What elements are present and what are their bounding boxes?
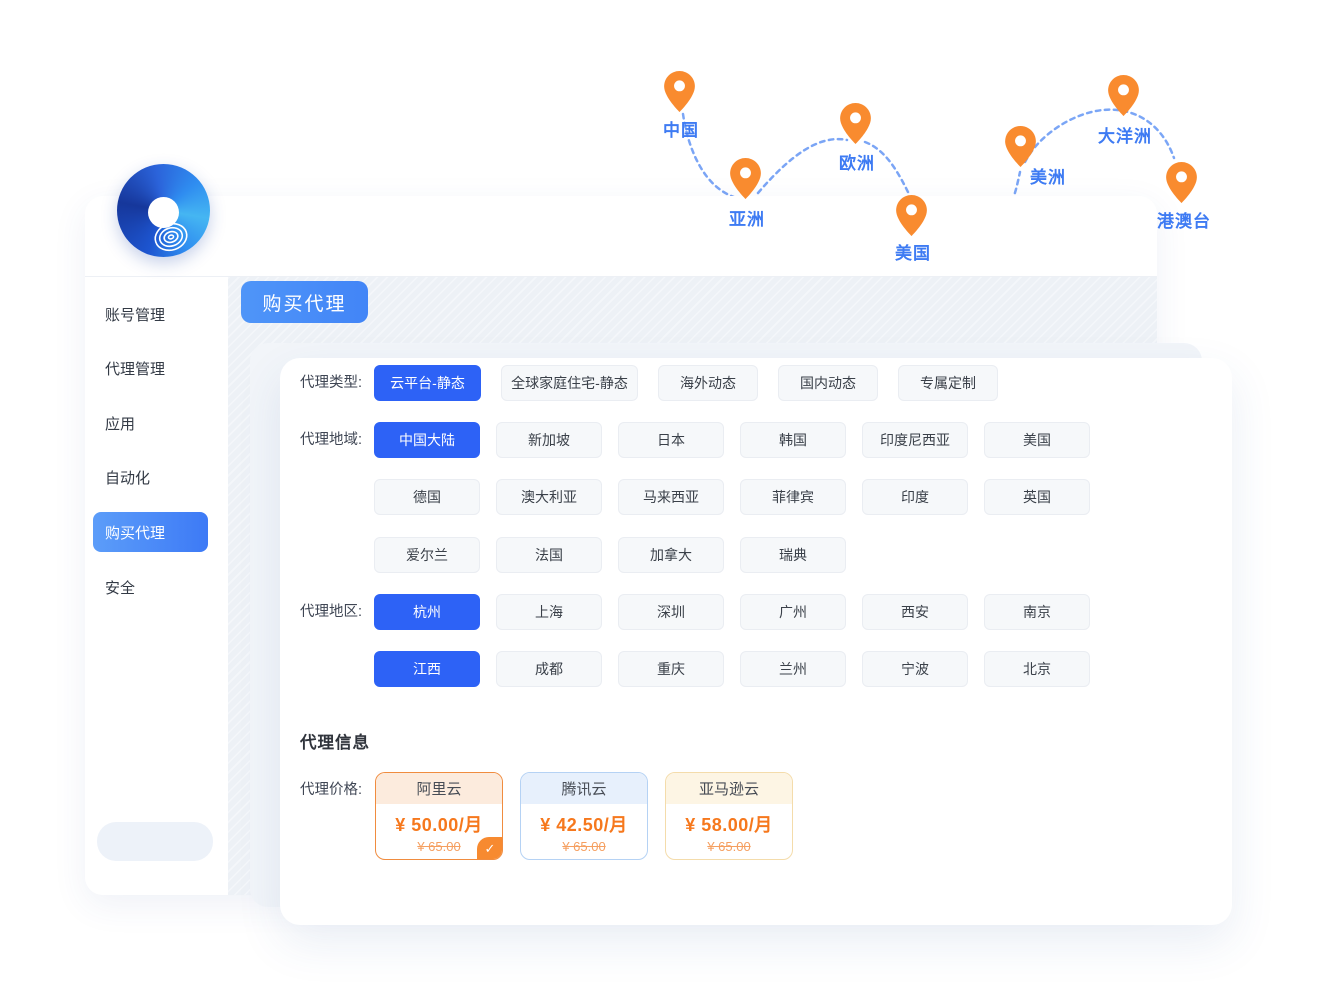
sidebar-item-proxy-mgmt[interactable]: 代理管理 [105, 361, 166, 378]
chip-shanghai[interactable]: 上海 [496, 594, 602, 630]
chip-nanjing[interactable]: 南京 [984, 594, 1090, 630]
map-pin-americas-icon [1005, 126, 1036, 167]
selected-check-icon: ✓ [477, 837, 502, 859]
sidebar-bottom-placeholder [97, 822, 213, 861]
chip-jiangxi[interactable]: 江西 [374, 651, 480, 687]
chip-singapore[interactable]: 新加坡 [496, 422, 602, 458]
map-pin-hmt-icon [1166, 162, 1197, 203]
proxy-region-label: 代理地域: [300, 432, 363, 448]
proxy-region-row-3: 爱尔兰 法国 加拿大 瑞典 [374, 537, 846, 573]
sidebar-item-security[interactable]: 安全 [105, 580, 136, 597]
map-pin-asia-icon [730, 158, 761, 199]
chip-hangzhou[interactable]: 杭州 [374, 594, 480, 630]
chip-ningbo[interactable]: 宁波 [862, 651, 968, 687]
chip-cloud-static[interactable]: 云平台-静态 [374, 365, 481, 401]
map-label-oceania: 大洋洲 [1098, 127, 1152, 146]
map-label-china: 中国 [663, 121, 699, 140]
proxy-region-row-1: 中国大陆 新加坡 日本 韩国 印度尼西亚 美国 [374, 422, 1090, 458]
chip-domestic-dynamic[interactable]: 国内动态 [778, 365, 878, 401]
chip-shenzhen[interactable]: 深圳 [618, 594, 724, 630]
plan-price: ¥ 58.00/月 [685, 815, 773, 835]
chip-usa[interactable]: 美国 [984, 422, 1090, 458]
chip-philippines[interactable]: 菲律宾 [740, 479, 846, 515]
map-label-europe: 欧洲 [839, 154, 875, 173]
map-pin-europe-icon [840, 103, 871, 144]
chip-france[interactable]: 法国 [496, 537, 602, 573]
chip-china-mainland[interactable]: 中国大陆 [374, 422, 480, 458]
chip-xian[interactable]: 西安 [862, 594, 968, 630]
proxy-type-options: 云平台-静态 全球家庭住宅-静态 海外动态 国内动态 专属定制 [374, 365, 998, 401]
plan-name: 亚马逊云 [666, 773, 792, 804]
map-label-hmt: 港澳台 [1157, 212, 1211, 231]
chip-lanzhou[interactable]: 兰州 [740, 651, 846, 687]
chip-malaysia[interactable]: 马来西亚 [618, 479, 724, 515]
sidebar-item-accounts[interactable]: 账号管理 [105, 307, 166, 324]
chip-beijing[interactable]: 北京 [984, 651, 1090, 687]
proxy-info-heading: 代理信息 [300, 734, 370, 752]
proxy-price-label: 代理价格: [300, 782, 363, 798]
proxy-city-row-2: 江西 成都 重庆 兰州 宁波 北京 [374, 651, 1090, 687]
plan-card-amazon[interactable]: 亚马逊云 ¥ 58.00/月 ¥ 65.00 [665, 772, 793, 860]
plan-original-price: ¥ 65.00 [562, 839, 606, 854]
chip-korea[interactable]: 韩国 [740, 422, 846, 458]
chip-residential-static[interactable]: 全球家庭住宅-静态 [501, 365, 638, 401]
chip-india[interactable]: 印度 [862, 479, 968, 515]
proxy-city-label: 代理地区: [300, 604, 363, 620]
plan-card-tencent[interactable]: 腾讯云 ¥ 42.50/月 ¥ 65.00 [520, 772, 648, 860]
sidebar-item-buy-proxy-active[interactable]: 购买代理 [93, 512, 208, 552]
plan-price: ¥ 42.50/月 [540, 815, 628, 835]
proxy-city-row-1: 杭州 上海 深圳 广州 西安 南京 [374, 594, 1090, 630]
chip-sweden[interactable]: 瑞典 [740, 537, 846, 573]
page-title: 购买代理 [241, 281, 368, 323]
map-pin-china-icon [664, 71, 695, 112]
chip-guangzhou[interactable]: 广州 [740, 594, 846, 630]
sidebar-item-apps[interactable]: 应用 [105, 416, 136, 433]
logo-ring-hole [148, 197, 179, 228]
plan-card-aliyun[interactable]: 阿里云 ¥ 50.00/月 ¥ 65.00 ✓ [375, 772, 503, 860]
plan-original-price: ¥ 65.00 [707, 839, 751, 854]
chip-canada[interactable]: 加拿大 [618, 537, 724, 573]
chip-indonesia[interactable]: 印度尼西亚 [862, 422, 968, 458]
chip-uk[interactable]: 英国 [984, 479, 1090, 515]
buy-proxy-panel: 代理类型: 云平台-静态 全球家庭住宅-静态 海外动态 国内动态 专属定制 代理… [280, 358, 1232, 925]
chip-australia[interactable]: 澳大利亚 [496, 479, 602, 515]
chip-custom[interactable]: 专属定制 [898, 365, 998, 401]
plan-name: 阿里云 [376, 773, 502, 804]
map-pin-usa-icon [896, 195, 927, 236]
proxy-type-label: 代理类型: [300, 375, 363, 391]
chip-japan[interactable]: 日本 [618, 422, 724, 458]
sidebar-item-automation[interactable]: 自动化 [105, 470, 151, 487]
brand-logo [117, 164, 210, 257]
price-plans: 阿里云 ¥ 50.00/月 ¥ 65.00 ✓ 腾讯云 ¥ 42.50/月 ¥ … [375, 772, 793, 860]
plan-original-price: ¥ 65.00 [417, 839, 461, 854]
map-pin-oceania-icon [1108, 75, 1139, 116]
map-label-asia: 亚洲 [729, 210, 765, 229]
chip-chongqing[interactable]: 重庆 [618, 651, 724, 687]
map-label-americas: 美洲 [1030, 168, 1066, 187]
proxy-region-row-2: 德国 澳大利亚 马来西亚 菲律宾 印度 英国 [374, 479, 1090, 515]
map-label-usa: 美国 [895, 244, 931, 263]
plan-price: ¥ 50.00/月 [395, 815, 483, 835]
chip-chengdu[interactable]: 成都 [496, 651, 602, 687]
plan-name: 腾讯云 [521, 773, 647, 804]
sidebar: 账号管理 代理管理 应用 自动化 购买代理 安全 [85, 277, 228, 895]
chip-ireland[interactable]: 爱尔兰 [374, 537, 480, 573]
window-header [85, 196, 1157, 277]
chip-germany[interactable]: 德国 [374, 479, 480, 515]
chip-overseas-dynamic[interactable]: 海外动态 [658, 365, 758, 401]
fingerprint-icon [154, 222, 188, 252]
